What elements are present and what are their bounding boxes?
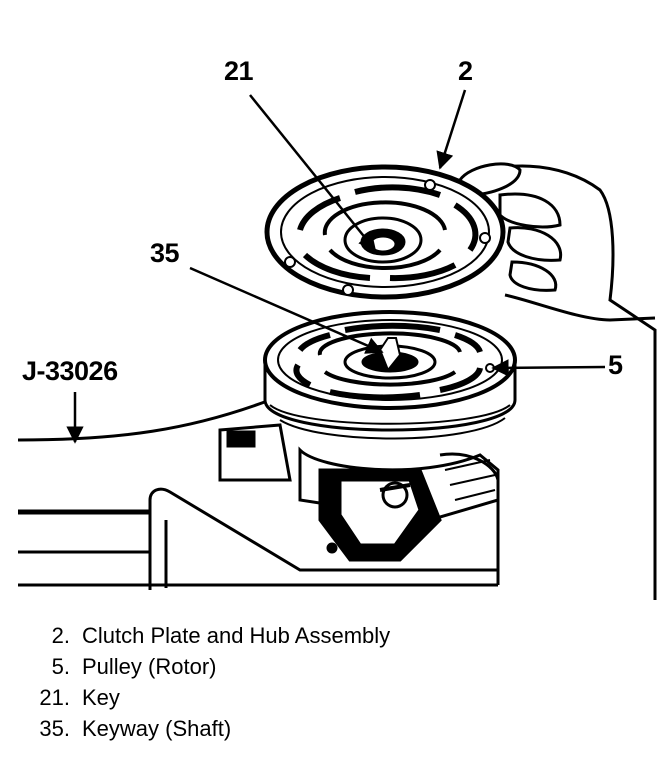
leader-lines xyxy=(66,89,606,444)
clutch-plate-hub xyxy=(264,164,506,300)
legend-label: Keyway (Shaft) xyxy=(82,715,232,741)
compressor-body xyxy=(218,423,500,562)
pulley-rotor xyxy=(263,310,517,440)
legend-number: 21. xyxy=(39,684,70,710)
legend-number: 2. xyxy=(51,622,70,648)
parts-legend: 2. Clutch Plate and Hub Assembly 5. Pull… xyxy=(18,620,578,744)
fixture-base xyxy=(17,398,500,590)
callout-tool-j33026: J-33026 xyxy=(22,356,118,386)
legend-item: 35. Keyway (Shaft) xyxy=(18,713,578,744)
callout-21: 21 xyxy=(224,56,254,86)
legend-number: 5. xyxy=(51,653,70,679)
legend-item: 5. Pulley (Rotor) xyxy=(18,651,578,682)
legend-label: Clutch Plate and Hub Assembly xyxy=(82,622,391,648)
clutch-assembly-illustration xyxy=(17,89,657,600)
legend-item: 21. Key xyxy=(18,682,578,713)
legend-number: 35. xyxy=(39,715,70,741)
callout-5: 5 xyxy=(608,350,623,380)
legend-label: Key xyxy=(82,684,120,710)
callout-2: 2 xyxy=(458,56,473,86)
callout-35: 35 xyxy=(150,238,180,268)
legend-item: 2. Clutch Plate and Hub Assembly xyxy=(18,620,578,651)
legend-label: Pulley (Rotor) xyxy=(82,653,217,679)
